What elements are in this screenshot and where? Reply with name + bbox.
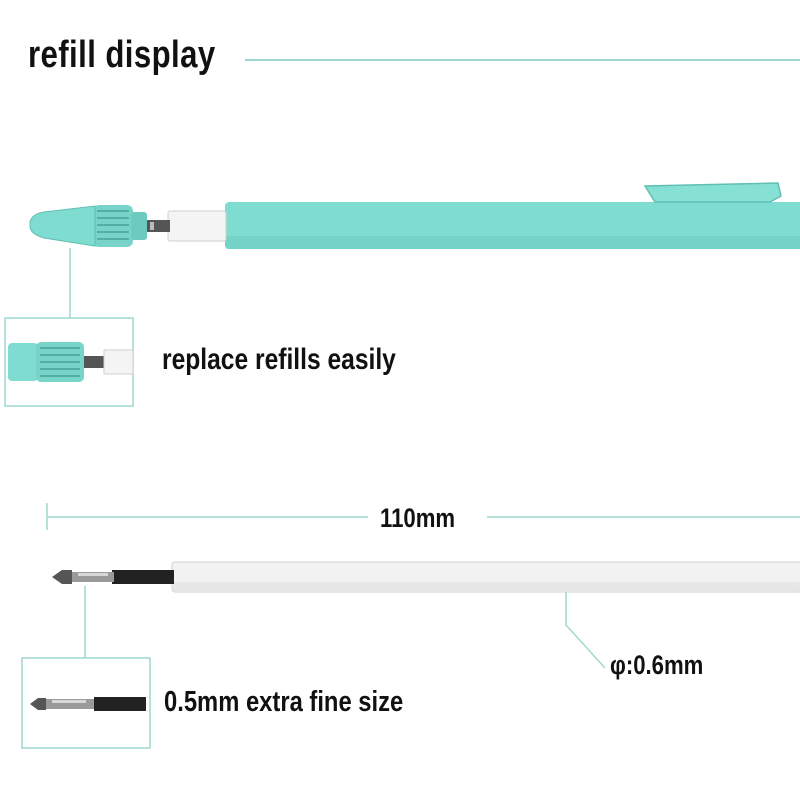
fine-size-label: 0.5mm extra fine size <box>164 686 404 718</box>
diameter-label: φ:0.6mm <box>610 650 704 680</box>
inset-grip-art <box>8 342 134 382</box>
refill-point <box>52 570 72 584</box>
inset-tip-closeup <box>21 657 151 749</box>
refill-tip-section <box>112 570 174 584</box>
pen-illustration <box>29 182 800 249</box>
pen-tip-cone <box>29 205 96 247</box>
diameter-pointer <box>565 592 606 669</box>
refill-illustration <box>52 561 800 593</box>
inset-tip-art <box>30 697 146 711</box>
page-title: refill display <box>28 34 216 76</box>
pen-clip <box>643 182 782 203</box>
replace-refills-label: replace refills easily <box>162 343 396 376</box>
pen-sleeve <box>167 210 227 242</box>
length-label: 110mm <box>380 503 456 533</box>
